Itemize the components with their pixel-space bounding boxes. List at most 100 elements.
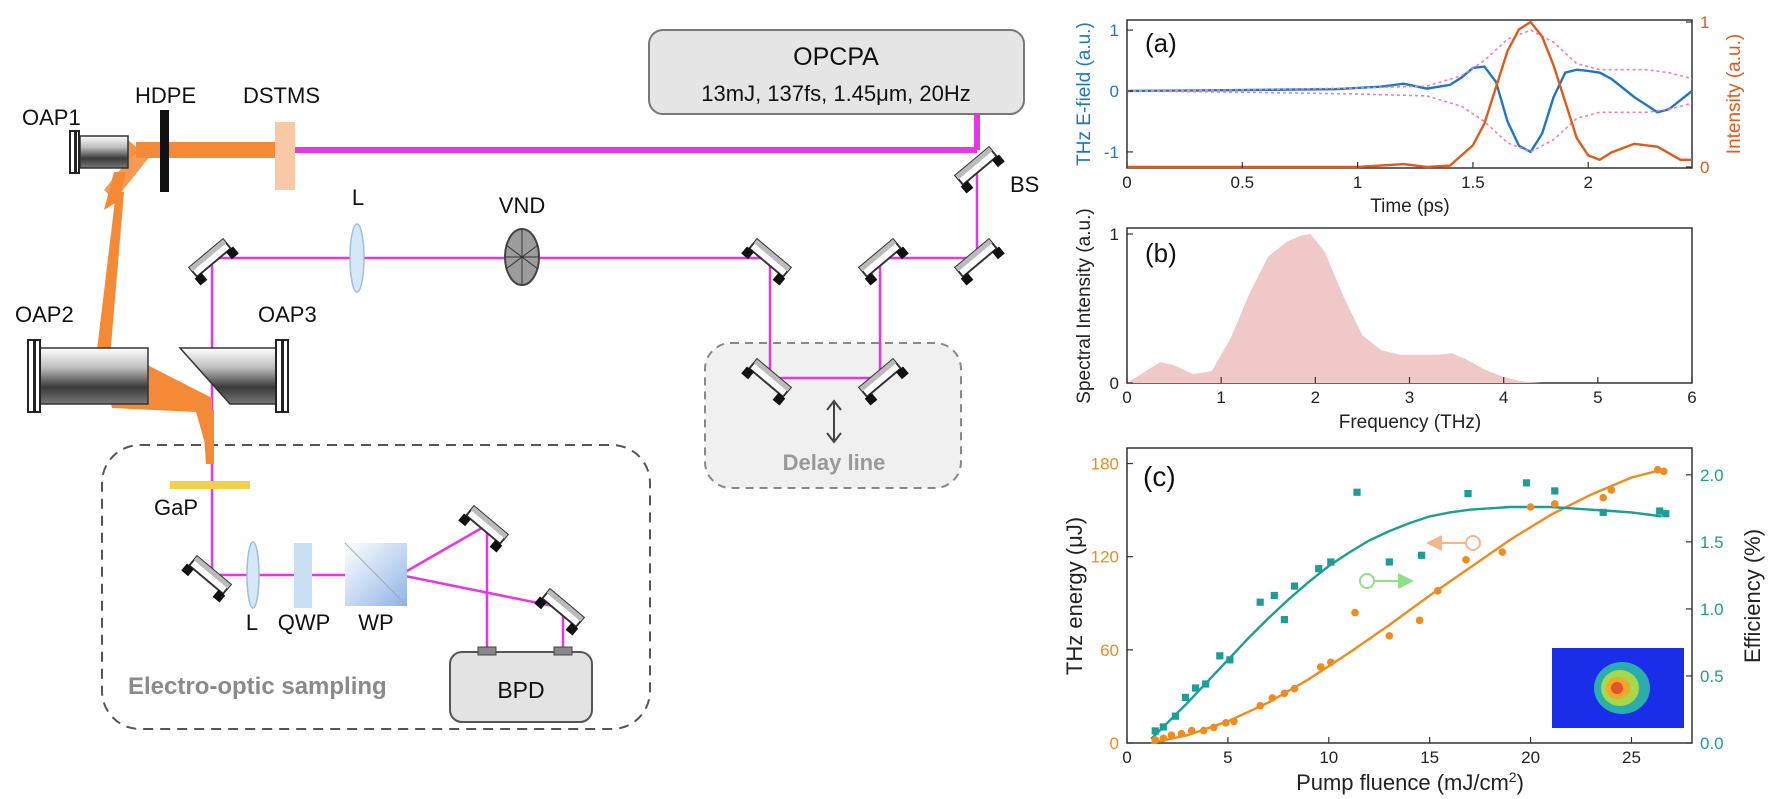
chart-c-right-ytick-label: 2.0 (1700, 466, 1724, 485)
chart-a-ylabel-right: Intensity (a.u.) (1724, 34, 1745, 154)
vnd-label: VND (499, 193, 545, 218)
chart-c-efficiency-point (1353, 488, 1361, 496)
chart-c-efficiency-point (1256, 598, 1264, 606)
chart-c-efficiency-point (1662, 510, 1670, 518)
chart-b-xtick-label: 5 (1593, 388, 1602, 407)
oap2-mirror (27, 339, 149, 413)
delay-line-label: Delay line (783, 450, 886, 475)
chart-c-energy-point (1498, 548, 1507, 556)
chart-c-xtick-label: 10 (1319, 748, 1338, 767)
chart-c-energy-point (1280, 689, 1289, 698)
chart-c-xlabel: Pump fluence (mJ/cm2) (1296, 769, 1524, 795)
chart-c-efficiency-point (1226, 656, 1234, 664)
bpd-label: BPD (497, 677, 544, 703)
chart-c-energy-point (1599, 493, 1608, 502)
chart-c-right-ytick-label: 0.5 (1700, 667, 1724, 686)
vnd-filter (504, 228, 540, 286)
chart-c-energy-point (1268, 694, 1277, 702)
chart-c-xtick-label: 5 (1223, 748, 1232, 767)
chart-c-panel-label: (c) (1143, 461, 1176, 492)
chart-c-right-ytick-label: 1.5 (1700, 533, 1724, 552)
delay-arrow-icon (826, 399, 842, 444)
oap3-mirror (178, 339, 289, 413)
chart-c-energy-point (1433, 587, 1442, 595)
chart-b-xlabel: Frequency (THz) (1339, 412, 1482, 433)
setup-diagram: OPCPA 13mJ, 137fs, 1.45μm, 20Hz Electro-… (15, 29, 1039, 730)
chart-c-energy-point (1159, 734, 1168, 743)
chart-c-ytick-label: 0 (1110, 734, 1119, 753)
chart-b-panel-label: (b) (1145, 238, 1177, 268)
chart-a-xtick-label: 1.5 (1461, 173, 1485, 192)
chart-c-ytick-label: 120 (1091, 548, 1119, 567)
gap-crystal (170, 481, 250, 489)
chart-c-right-ytick-label: 0.0 (1700, 734, 1724, 753)
chart-c-energy-point (1550, 500, 1559, 508)
wp-label: WP (358, 610, 393, 635)
lens-l-label: L (352, 185, 364, 210)
opcpa-specs: 13mJ, 137fs, 1.45μm, 20Hz (701, 81, 970, 106)
thz-beam (96, 140, 280, 464)
chart-c-energy-point (1653, 465, 1662, 474)
gap-label: GaP (154, 495, 198, 520)
chart-c-efficiency-point (1280, 616, 1288, 624)
chart-c-energy-point (1526, 503, 1535, 511)
dstms-crystal (275, 122, 295, 190)
chart-c-efficiency-fit (1150, 505, 1662, 740)
chart-c-efficiency-point (1202, 680, 1210, 688)
chart-c-energy-point (1177, 729, 1186, 738)
chart-c-efficiency-point (1385, 558, 1393, 566)
eos-box (101, 444, 651, 730)
chart-c-efficiency-point (1418, 551, 1426, 559)
mirror-eos-lower (533, 586, 588, 637)
mirror-eos-upper (457, 503, 512, 554)
mirror-delay-in-right (855, 236, 910, 287)
chart-c-efficiency-point (1151, 727, 1159, 735)
chart-c-energy-point (1351, 608, 1359, 617)
opcpa-title: OPCPA (793, 43, 879, 71)
chart-c-plot (1150, 465, 1670, 745)
chart-c-ytick-label: 60 (1100, 641, 1119, 660)
chart-c-ylabel: THz energy (μJ) (1062, 517, 1087, 675)
chart-c-energy-point (1230, 717, 1238, 726)
chart-a-xtick-label: 0 (1122, 173, 1131, 192)
chart-c-efficiency-point (1159, 723, 1167, 731)
chart-c-ylabel-right: Efficiency (%) (1740, 529, 1765, 663)
chart-c-frame (1126, 447, 1693, 744)
wp-prism (344, 542, 408, 607)
chart-c-energy-point (1256, 701, 1264, 710)
chart-b-xtick-label: 3 (1405, 388, 1414, 407)
chart-a-xtick-label: 0.5 (1230, 173, 1254, 192)
chart-c-energy-point (1659, 467, 1668, 476)
chart-c-energy-point (1151, 736, 1160, 744)
chart-a-series-0 (1126, 65, 1693, 154)
opcpa-box (648, 29, 1025, 115)
qwp-label: QWP (278, 610, 331, 635)
chart-c-ytick-label: 180 (1091, 455, 1119, 474)
oap3-label: OAP3 (258, 302, 317, 327)
mirror-delay-in-left (740, 236, 795, 287)
chart-a-ylabel: THz E-field (a.u.) (1074, 22, 1095, 166)
chart-c-energy-point (1385, 632, 1394, 640)
chart-a-plot (1126, 20, 1693, 169)
chart-b-area (1127, 234, 1692, 383)
chart-c-right-ytick-label: 1.0 (1700, 600, 1724, 619)
chart-c-efficiency-point (1216, 652, 1224, 660)
chart-b-xtick-label: 4 (1499, 388, 1508, 407)
chart-c-energy-point (1209, 723, 1218, 732)
chart-a-right-ytick-label: 1 (1700, 13, 1709, 32)
chart-c-efficiency-point (1656, 507, 1664, 515)
chart-c-energy-point (1415, 616, 1424, 625)
chart-a-ytick-label: 0 (1110, 82, 1119, 101)
eos-label: Electro-optic sampling (128, 673, 387, 700)
chart-c-energy-point (1167, 731, 1176, 740)
chart-c-efficiency-point (1327, 558, 1335, 566)
chart-c-efficiency-point (1522, 479, 1531, 487)
oap1-label: OAP1 (22, 105, 81, 130)
chart-c-efficiency-point (1315, 565, 1323, 573)
